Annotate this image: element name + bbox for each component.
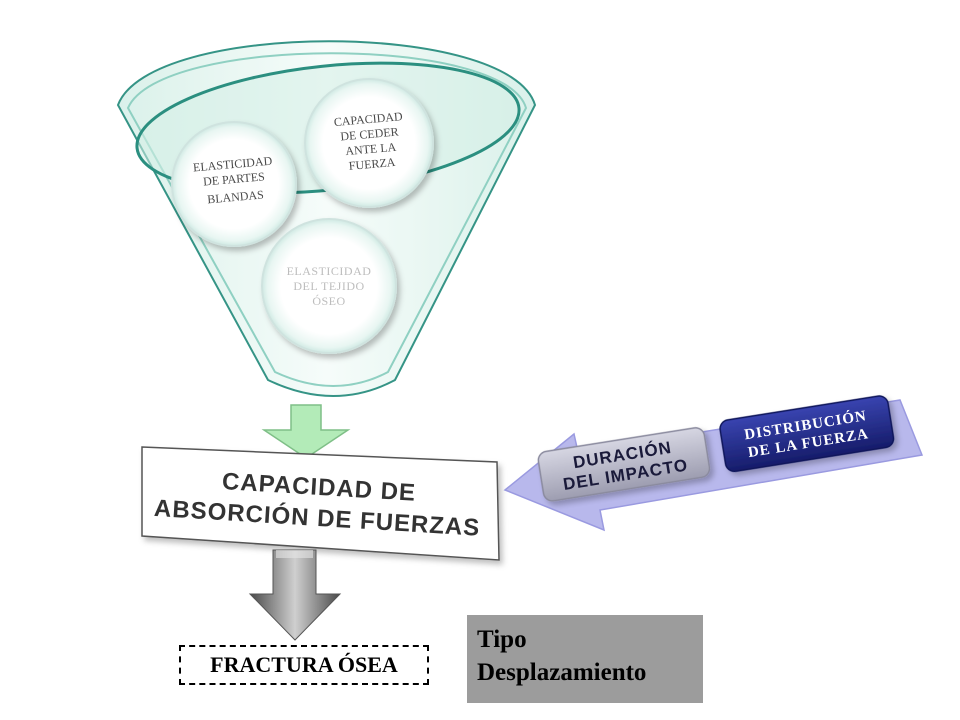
circle-2-label-line-1: CAPACIDAD	[333, 109, 403, 129]
green-down-arrow	[261, 404, 351, 459]
circle-1-label-line-1: ELASTICIDAD	[192, 154, 273, 175]
tag-distribucion-fuerza	[719, 395, 895, 473]
circle-2-label-line-3: ANTE LA	[345, 140, 397, 158]
side-note-line-2: Desplazamiento	[477, 659, 647, 686]
side-note-box: Tipo Desplazamiento	[467, 615, 703, 703]
main-box: CAPACIDAD DE ABSORCIÓN DE FUERZAS	[141, 446, 500, 561]
circle-3-label-line-3: ÓSEO	[312, 294, 345, 308]
circle-1-label-line-3: BLANDAS	[207, 187, 265, 206]
circle-elasticidad-tejido-oseo	[261, 218, 397, 354]
circle-3-label-line-1: ELASTICIDAD	[287, 264, 372, 278]
funnel: ELASTICIDAD DE PARTES BLANDAS CAPACIDAD …	[116, 40, 537, 397]
circle-2-label-line-2: DE CEDER	[340, 125, 399, 144]
fracture-box: FRACTURA ÓSEA	[179, 645, 429, 685]
side-arrow-group: DURACIÓN DEL IMPACTO DISTRIBUCIÓN DE LA …	[503, 395, 924, 532]
circle-capacidad-ceder	[304, 78, 434, 208]
tag-duracion-impacto	[537, 427, 711, 502]
circle-elasticidad-partes-blandas	[171, 121, 297, 247]
grey-arrow-highlight	[276, 550, 313, 558]
side-note-line-1: Tipo	[477, 626, 527, 653]
circle-3-label-line-2: DEL TEJIDO	[293, 279, 364, 293]
grey-down-arrow	[248, 549, 342, 641]
fracture-label: FRACTURA ÓSEA	[210, 652, 398, 677]
circle-2-label-line-4: FUERZA	[348, 155, 396, 173]
circle-1-label-line-2: DE PARTES	[202, 169, 265, 188]
